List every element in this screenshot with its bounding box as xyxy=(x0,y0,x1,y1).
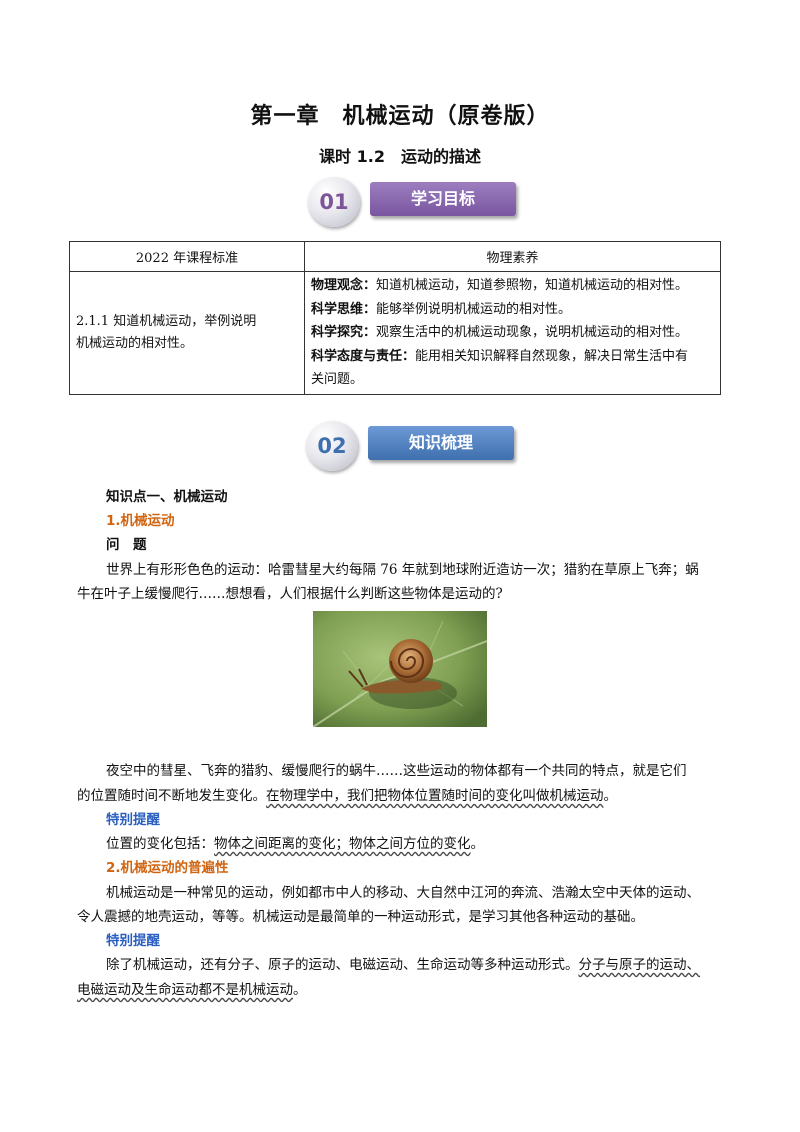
literacy-text: 能用相关知识解释自然现象，解决日常生活中有 xyxy=(415,348,689,364)
literacy-label: 科学探究： xyxy=(311,325,377,340)
paragraph-text: 。 xyxy=(470,836,485,852)
literacy-line: 物理观念：知道机械运动，知道参照物，知道机械运动的相对性。 xyxy=(311,274,714,298)
special-reminder-label: 特别提醒 xyxy=(106,933,160,949)
badge-circle xyxy=(308,177,360,227)
paragraph-text: 位置的变化包括： xyxy=(106,836,214,852)
paragraph-line: 牛在叶子上缓慢爬行……想想看，人们根据什么判断这些物体是运动的? xyxy=(77,586,503,602)
paragraph-line: 电磁运动及生命运动都不是机械运动。 xyxy=(77,978,307,1002)
standard-line: 机械运动的相对性。 xyxy=(76,335,194,351)
literacy-line: 科学态度与责任：能用相关知识解释自然现象，解决日常生活中有 xyxy=(311,345,714,369)
knowledge-point-heading: 知识点一、机械运动 xyxy=(106,489,228,505)
page-title: 第一章 机械运动（原卷版） xyxy=(250,104,550,129)
key-point-text: 物体之间距离的变化；物体之间方位的变化 xyxy=(214,836,471,852)
literacy-line: 科学思维：能够举例说明机械运动的相对性。 xyxy=(311,298,714,322)
badge-circle xyxy=(306,421,358,471)
literacy-label: 科学态度与责任： xyxy=(311,348,416,364)
snail-illustration xyxy=(313,611,487,727)
literacy-text: 能够举例说明机械运动的相对性。 xyxy=(376,301,572,317)
standard-cell: 2.1.1 知道机械运动，举例说明 机械运动的相对性。 xyxy=(69,271,305,395)
key-definition-text: 在物理学中，我们把物体位置随时间的变化叫做机械运动 xyxy=(266,788,604,804)
paragraph-text: 的位置随时间不断地发生变化。 xyxy=(77,788,266,804)
lesson-subtitle: 课时 1.2 运动的描述 xyxy=(319,147,481,166)
paragraph-line: 令人震撼的地壳运动，等等。机械运动是最简单的一种运动形式，是学习其他各种运动的基… xyxy=(77,909,644,925)
badge-number: 01 xyxy=(319,190,349,214)
literacy-label: 物理观念： xyxy=(311,278,377,293)
literacy-text: 关问题。 xyxy=(311,372,364,387)
paragraph-line: 除了机械运动，还有分子、原子的运动、电磁运动、生命运动等多种运动形式。分子与原子… xyxy=(106,953,700,977)
paragraph-text: 。 xyxy=(293,982,307,998)
paragraph-line: 的位置随时间不断地发生变化。在物理学中，我们把物体位置随时间的变化叫做机械运动。 xyxy=(77,784,617,808)
paragraph-line: 世界上有形形色色的运动：哈雷彗星大约每隔 76 年就到地球附近造访一次；猎豹在草… xyxy=(106,562,699,578)
literacy-text: 知道机械运动，知道参照物，知道机械运动的相对性。 xyxy=(376,278,689,293)
section-heading-1: 1.机械运动 xyxy=(106,513,175,529)
key-point-text: 电磁运动及生命运动都不是机械运动 xyxy=(77,982,293,998)
literacy-line: 科学探究：观察生活中的机械运动现象，说明机械运动的相对性。 xyxy=(311,321,714,345)
table-header-standard: 2022 年课程标准 xyxy=(69,241,305,272)
badge-label: 知识梳理 xyxy=(368,426,514,460)
badge-number: 02 xyxy=(317,434,347,458)
standard-line: 2.1.1 知道机械运动，举例说明 xyxy=(76,313,257,329)
section-heading-2: 2.机械运动的普遍性 xyxy=(106,860,229,876)
key-point-text: 分子与原子的运动、 xyxy=(578,957,701,973)
curriculum-table: 2022 年课程标准 物理素养 2.1.1 知道机械运动，举例说明 机械运动的相… xyxy=(69,241,721,395)
paragraph-text: 。 xyxy=(603,788,618,804)
paragraph-text: 除了机械运动，还有分子、原子的运动、电磁运动、生命运动等多种运动形式。 xyxy=(106,957,579,973)
literacy-cell: 物理观念：知道机械运动，知道参照物，知道机械运动的相对性。 科学思维：能够举例说… xyxy=(304,271,721,395)
table-header-literacy: 物理素养 xyxy=(304,241,721,272)
literacy-text: 观察生活中的机械运动现象，说明机械运动的相对性。 xyxy=(376,325,689,340)
paragraph-line: 位置的变化包括：物体之间距离的变化；物体之间方位的变化。 xyxy=(106,832,484,856)
special-reminder-label: 特别提醒 xyxy=(106,812,160,828)
literacy-label: 科学思维： xyxy=(311,301,377,317)
paragraph-line: 机械运动是一种常见的运动，例如都市中人的移动、大自然中江河的奔流、浩瀚太空中天体… xyxy=(106,885,700,901)
paragraph-line: 夜空中的彗星、飞奔的猎豹、缓慢爬行的蜗牛……这些运动的物体都有一个共同的特点，就… xyxy=(106,763,687,779)
snail-on-leaf-image xyxy=(313,611,487,727)
question-label: 问 题 xyxy=(106,537,147,553)
literacy-line: 关问题。 xyxy=(311,368,714,392)
badge-label: 学习目标 xyxy=(370,182,516,216)
